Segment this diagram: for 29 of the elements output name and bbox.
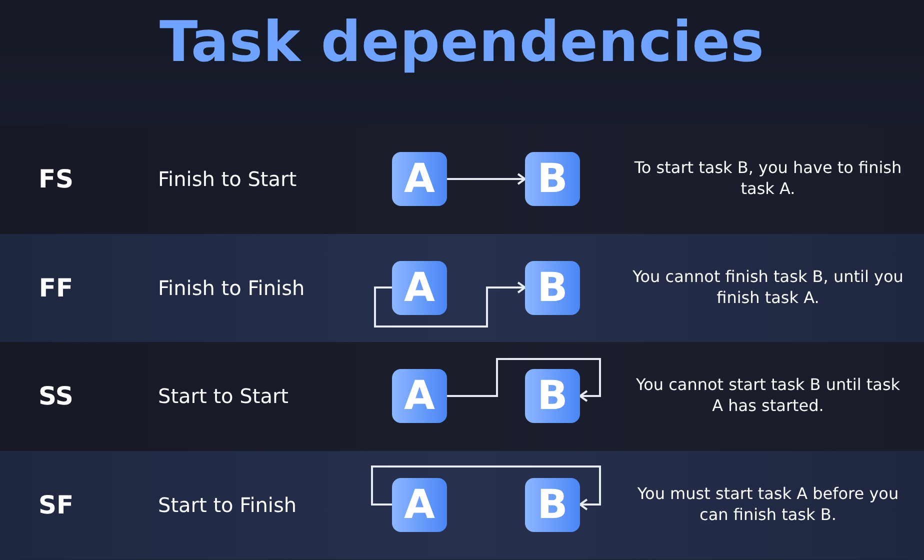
dependency-name: Finish to Start <box>158 167 297 192</box>
dependency-description: You cannot start task B until task A has started. <box>634 375 902 418</box>
dependency-description: You must start task A before you can finish task B. <box>636 484 900 526</box>
task-box: A <box>392 369 447 423</box>
dependency-code: FS <box>37 164 75 194</box>
connector-arrow <box>371 466 601 510</box>
task-box: A <box>392 260 447 314</box>
dependency-name: Start to Finish <box>158 492 297 517</box>
dependency-description: You cannot finish task B, until you finish task A. <box>632 266 904 309</box>
dependency-code: SS <box>38 382 74 411</box>
task-box: B <box>525 152 580 206</box>
connector-arrow <box>374 282 526 328</box>
dependency-code: SF <box>37 490 75 520</box>
title: Task dependencies <box>158 10 766 75</box>
task-box: B <box>525 369 580 423</box>
dependency-name: Start to Start <box>158 384 289 408</box>
connector-arrow <box>447 358 601 402</box>
task-box: B <box>525 260 580 314</box>
task-box: A <box>392 152 447 206</box>
row-band <box>0 234 924 342</box>
row-band <box>0 125 924 234</box>
task-box: B <box>525 478 580 532</box>
dependency-code: FF <box>38 273 74 302</box>
dependency-name: Finish to Finish <box>158 276 305 300</box>
row-band <box>0 342 924 450</box>
connector-arrow <box>447 173 526 185</box>
dependency-description: To start task B, you have to finish task A. <box>633 158 903 200</box>
row-band <box>0 450 924 559</box>
task-box: A <box>392 478 447 532</box>
